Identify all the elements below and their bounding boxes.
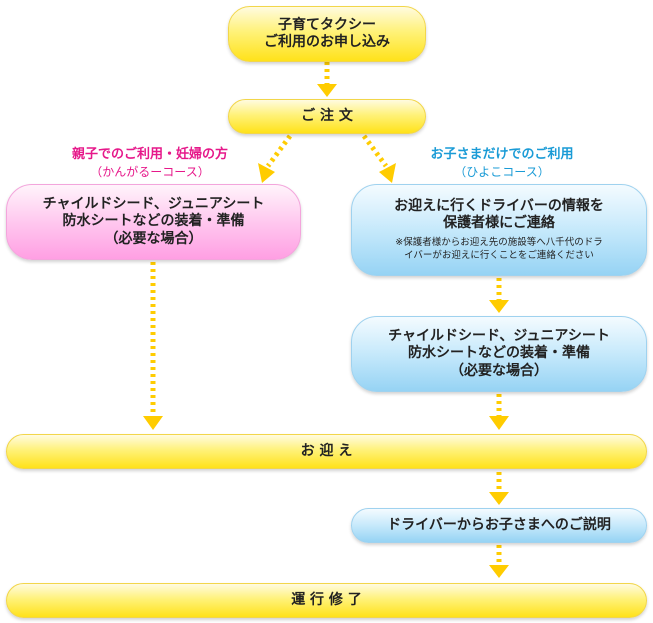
pink-course-sub: （かんがるーコース）	[90, 164, 210, 179]
pink-prep-line3: （必要な場合）	[104, 230, 203, 247]
finish-box: 運 行 修 了	[6, 583, 647, 618]
blue-course-label: お子さまだけでのご利用 （ひよこコース）	[372, 146, 632, 180]
order-box: ご 注 文	[228, 99, 426, 134]
apply-line2: ご利用のお申し込み	[264, 34, 390, 50]
arrow-contact-prep	[489, 300, 509, 313]
blue-contact-line2: 保護者様にご連絡	[443, 215, 555, 232]
explain-text: ドライバーからお子さまへのご説明	[387, 516, 611, 533]
arrow-pickup-explain	[489, 492, 509, 505]
pink-prep-box: チャイルドシード、ジュニアシート 防水シートなどの装着・準備 （必要な場合）	[6, 184, 301, 260]
arrow-prep-pickup	[489, 416, 509, 430]
blue-course-sub: （ひよこコース）	[454, 164, 550, 179]
pickup-text: お 迎 え	[300, 442, 353, 459]
finish-text: 運 行 修 了	[291, 591, 362, 608]
pickup-box: お 迎 え	[6, 434, 647, 469]
blue-prep-line3: （必要な場合）	[450, 362, 548, 379]
blue-contact-note2: イバーがお迎えに行くことをご連絡ください	[404, 249, 594, 261]
pink-course-label: 親子でのご利用・妊婦の方 （かんがるーコース）	[20, 146, 280, 180]
blue-contact-note1: ※保護者様からお迎え先の施設等へ八千代のドラ	[395, 236, 603, 248]
blue-contact-note: ※保護者様からお迎え先の施設等へ八千代のドラ イバーがお迎えに行くことをご連絡く…	[395, 237, 602, 263]
arrow-order-blue	[379, 163, 396, 183]
blue-course-title: お子さまだけでのご利用	[430, 147, 574, 162]
arrow-pink-pickup	[143, 416, 163, 430]
apply-line1: 子育てタクシー	[278, 16, 376, 33]
pink-prep-line2: 防水シートなどの装着・準備	[62, 213, 245, 230]
pink-course-title: 親子でのご利用・妊婦の方	[71, 147, 228, 162]
arrow-explain-finish	[489, 565, 509, 578]
arrow-order-pink	[258, 163, 275, 183]
explain-box: ドライバーからお子さまへのご説明	[351, 508, 647, 543]
blue-prep-box: チャイルドシード、ジュニアシート 防水シートなどの装着・準備 （必要な場合）	[351, 316, 647, 392]
pink-prep-line1: チャイルドシード、ジュニアシート	[42, 195, 265, 212]
apply-box: 子育てタクシー ご利用のお申し込み	[228, 6, 426, 62]
order-text: ご 注 文	[301, 107, 353, 124]
blue-prep-line2: 防水シートなどの装着・準備	[408, 345, 590, 362]
blue-prep-line1: チャイルドシード、ジュニアシート	[388, 327, 610, 344]
blue-contact-line1: お迎えに行くドライバーの情報を	[394, 197, 604, 214]
arrow-apply-order	[317, 84, 337, 97]
blue-contact-box: お迎えに行くドライバーの情報を 保護者様にご連絡 ※保護者様からお迎え先の施設等…	[351, 184, 647, 276]
